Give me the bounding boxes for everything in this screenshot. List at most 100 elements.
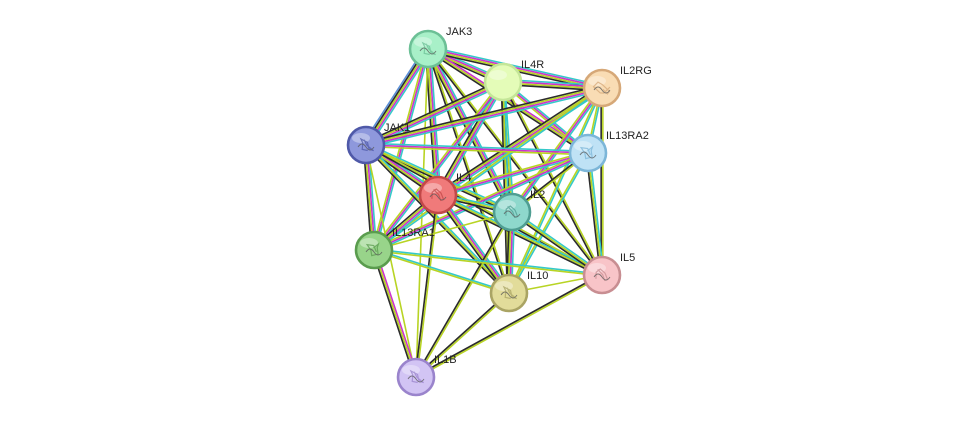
edge-line-database: [374, 88, 603, 252]
node-label-il2: IL2: [530, 189, 545, 201]
edge-line-textmining: [507, 87, 602, 293]
node-label-il4: IL4: [456, 172, 471, 184]
edge-line-textmining: [427, 48, 589, 154]
edge-line-textmining: [507, 152, 588, 293]
node-highlight: [489, 70, 507, 80]
protein-structure-icon: [593, 268, 611, 282]
edge-line-coexpression: [364, 78, 503, 144]
protein-structure-icon: [357, 137, 375, 152]
edge-line-experiment: [374, 249, 419, 377]
node-il10[interactable]: IL10: [489, 270, 548, 313]
node-il4[interactable]: IL4: [418, 172, 471, 215]
edge-line-textmining: [365, 80, 503, 145]
edge-line-coexpression: [414, 211, 512, 377]
edge-line-textmining: [416, 212, 514, 378]
node-circle: [418, 175, 458, 215]
edge-line-textmining: [428, 47, 604, 275]
edge-line-textmining: [437, 86, 602, 195]
edge-line-experiment: [366, 82, 504, 147]
edge-line-coexpression: [435, 196, 508, 295]
edge-line-textmining: [365, 144, 417, 378]
edge-line-experiment: [438, 82, 505, 196]
edge-il13ra2-il10: [507, 152, 590, 294]
edge-line-coexpression: [414, 291, 509, 377]
node-il13ra2[interactable]: IL13RA2: [568, 130, 649, 173]
node-highlight: [414, 37, 432, 47]
edge-line-textmining: [426, 49, 512, 213]
edge-line-experiment: [373, 48, 429, 251]
edge-line-textmining: [365, 86, 602, 145]
node-circle: [354, 230, 394, 270]
edge-line-experiment: [366, 88, 603, 147]
node-il4r[interactable]: IL4R: [483, 59, 544, 102]
edge-line-database: [366, 89, 603, 149]
edge-il2-il1b: [414, 211, 514, 378]
edge-line-experiment: [437, 152, 589, 196]
edge-line-textmining: [509, 86, 602, 212]
protein-structure-icon: [500, 285, 518, 300]
edge-line-textmining: [416, 195, 440, 378]
edge-line-database: [428, 45, 603, 87]
node-label-il4r: IL4R: [521, 59, 544, 71]
edge-line-textmining: [373, 249, 417, 378]
node-il2rg[interactable]: IL2RG: [582, 65, 652, 108]
edge-line-coexpression: [436, 195, 602, 278]
edge-line-textmining: [587, 152, 603, 276]
edge-line-database: [509, 88, 604, 294]
node-jak1[interactable]: JAK1: [346, 122, 410, 165]
edge-line-textmining: [437, 150, 588, 195]
edge-line-coexpression: [414, 194, 438, 377]
node-circle: [483, 62, 523, 102]
node-circle: [492, 192, 532, 232]
edge-line-textmining: [437, 194, 603, 276]
node-circle: [582, 255, 622, 295]
edge-line-coexpression: [501, 82, 602, 276]
edge-jak3-il5: [426, 47, 604, 277]
node-circle: [408, 29, 448, 69]
edge-line-coexpression: [415, 273, 602, 377]
edge-line-textmining: [436, 195, 509, 294]
protein-structure-icon: [407, 369, 425, 384]
edge-il10-il1b: [414, 291, 511, 379]
node-jak3[interactable]: JAK3: [408, 26, 472, 69]
edge-line-database: [588, 152, 605, 275]
node-label-il1b: IL1B: [434, 354, 457, 366]
protein-structure-icon: [429, 188, 447, 202]
edge-line-coexpression: [426, 49, 602, 277]
edge-line-coexpression: [585, 153, 602, 276]
protein-structure-icon: [419, 41, 437, 56]
node-circle: [396, 357, 436, 397]
edge-line-coexpression: [426, 49, 509, 294]
edge-line-experiment: [373, 152, 589, 251]
edge-jak1-il13ra2: [365, 142, 589, 156]
edge-line-database: [429, 48, 442, 195]
protein-structure-icon: [579, 145, 597, 160]
edge-line-database: [374, 82, 505, 252]
node-highlight: [352, 133, 370, 143]
edge-line-coexpression: [500, 82, 509, 294]
edge-il4-il1b: [414, 194, 440, 378]
edge-line-textmining: [416, 293, 511, 379]
edge-line-textmining: [372, 150, 588, 250]
edge-il4r-il13ra1: [372, 80, 505, 252]
edge-line-database: [368, 50, 432, 148]
node-highlight: [588, 76, 606, 86]
edge-line-coexpression: [426, 49, 588, 156]
node-label-il10: IL10: [527, 270, 548, 282]
edge-line-textmining: [416, 275, 603, 379]
edge-il5-il1b: [415, 273, 603, 379]
node-il2[interactable]: IL2: [492, 189, 545, 232]
edge-line-database: [439, 193, 512, 292]
node-il5[interactable]: IL5: [582, 252, 635, 295]
edge-il2rg-il13ra1: [373, 86, 603, 252]
edge-line-coexpression: [371, 250, 416, 378]
edge-il13ra2-il5: [585, 152, 605, 276]
edge-line-database: [438, 192, 604, 275]
edge-line-experiment: [373, 81, 504, 251]
node-il13ra1[interactable]: IL13RA1: [354, 227, 435, 270]
edge-il13ra1-il1b: [371, 249, 419, 378]
edge-jak1-il1b: [365, 144, 417, 378]
node-il1b[interactable]: IL1B: [396, 354, 457, 397]
edge-line-database: [374, 49, 431, 251]
